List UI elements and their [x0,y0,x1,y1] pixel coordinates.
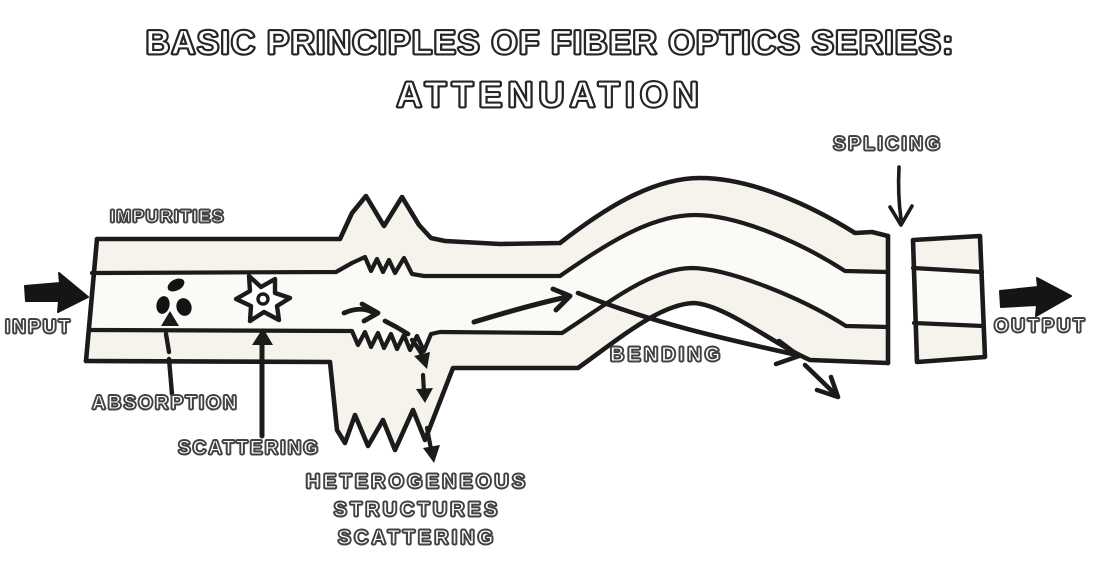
heterogeneous-scatter-arrows [341,301,440,463]
label-scattering: SCATTERING [177,438,321,459]
absorption-arrow [161,311,179,397]
impurity-particles-icon [156,278,192,316]
label-impurities: IMPURITIES [109,206,226,226]
fiber-section-main [83,175,891,453]
fiber-section-spliced [910,233,988,365]
splicing-arrow [888,165,914,227]
page-title-line2: ATTENUATION [396,74,704,115]
input-arrow-icon [24,272,89,313]
label-absorption: ABSORPTION [91,393,239,414]
label-heterogeneous-line3: SCATTERING [337,526,497,549]
light-ray-arrows [471,286,802,367]
label-input: INPUT [4,317,72,338]
page-title-line1: BASIC PRINCIPLES OF FIBER OPTICS SERIES: [145,24,955,62]
label-bending: BENDING [609,344,724,366]
label-heterogeneous-line2: STRUCTURES [333,498,501,521]
scattering-arrow [252,328,273,439]
label-output: OUTPUT [993,316,1088,337]
bending-loss-arrow [802,362,841,400]
label-heterogeneous-structures-scattering: HETEROGENEOUS STRUCTURES SCATTERING [297,468,537,552]
scattering-defect-icon [233,273,293,324]
output-arrow-icon [999,277,1072,317]
label-heterogeneous-line1: HETEROGENEOUS [305,470,529,493]
label-splicing: SPLICING [832,134,943,155]
